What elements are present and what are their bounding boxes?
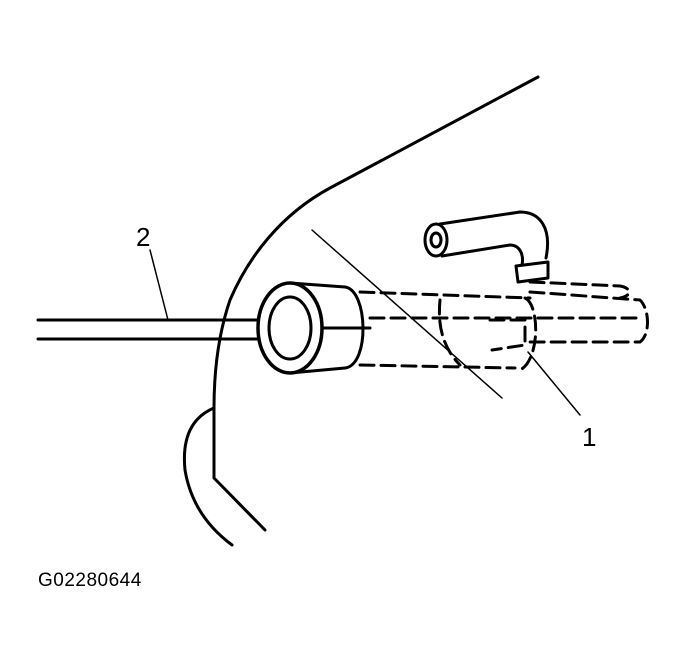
figure-code: G02280644 bbox=[38, 570, 142, 591]
callout-2: 2 bbox=[136, 222, 151, 252]
housing-lower-lip bbox=[182, 406, 234, 547]
elbow-fitting bbox=[423, 210, 550, 284]
hidden-bore bbox=[358, 280, 649, 372]
housing-outline bbox=[212, 75, 540, 532]
bushing bbox=[256, 281, 372, 375]
leader-line-2 bbox=[149, 249, 169, 321]
leader-line-1 bbox=[527, 351, 581, 416]
callout-1: 1 bbox=[582, 422, 597, 452]
reference-line bbox=[311, 229, 503, 399]
